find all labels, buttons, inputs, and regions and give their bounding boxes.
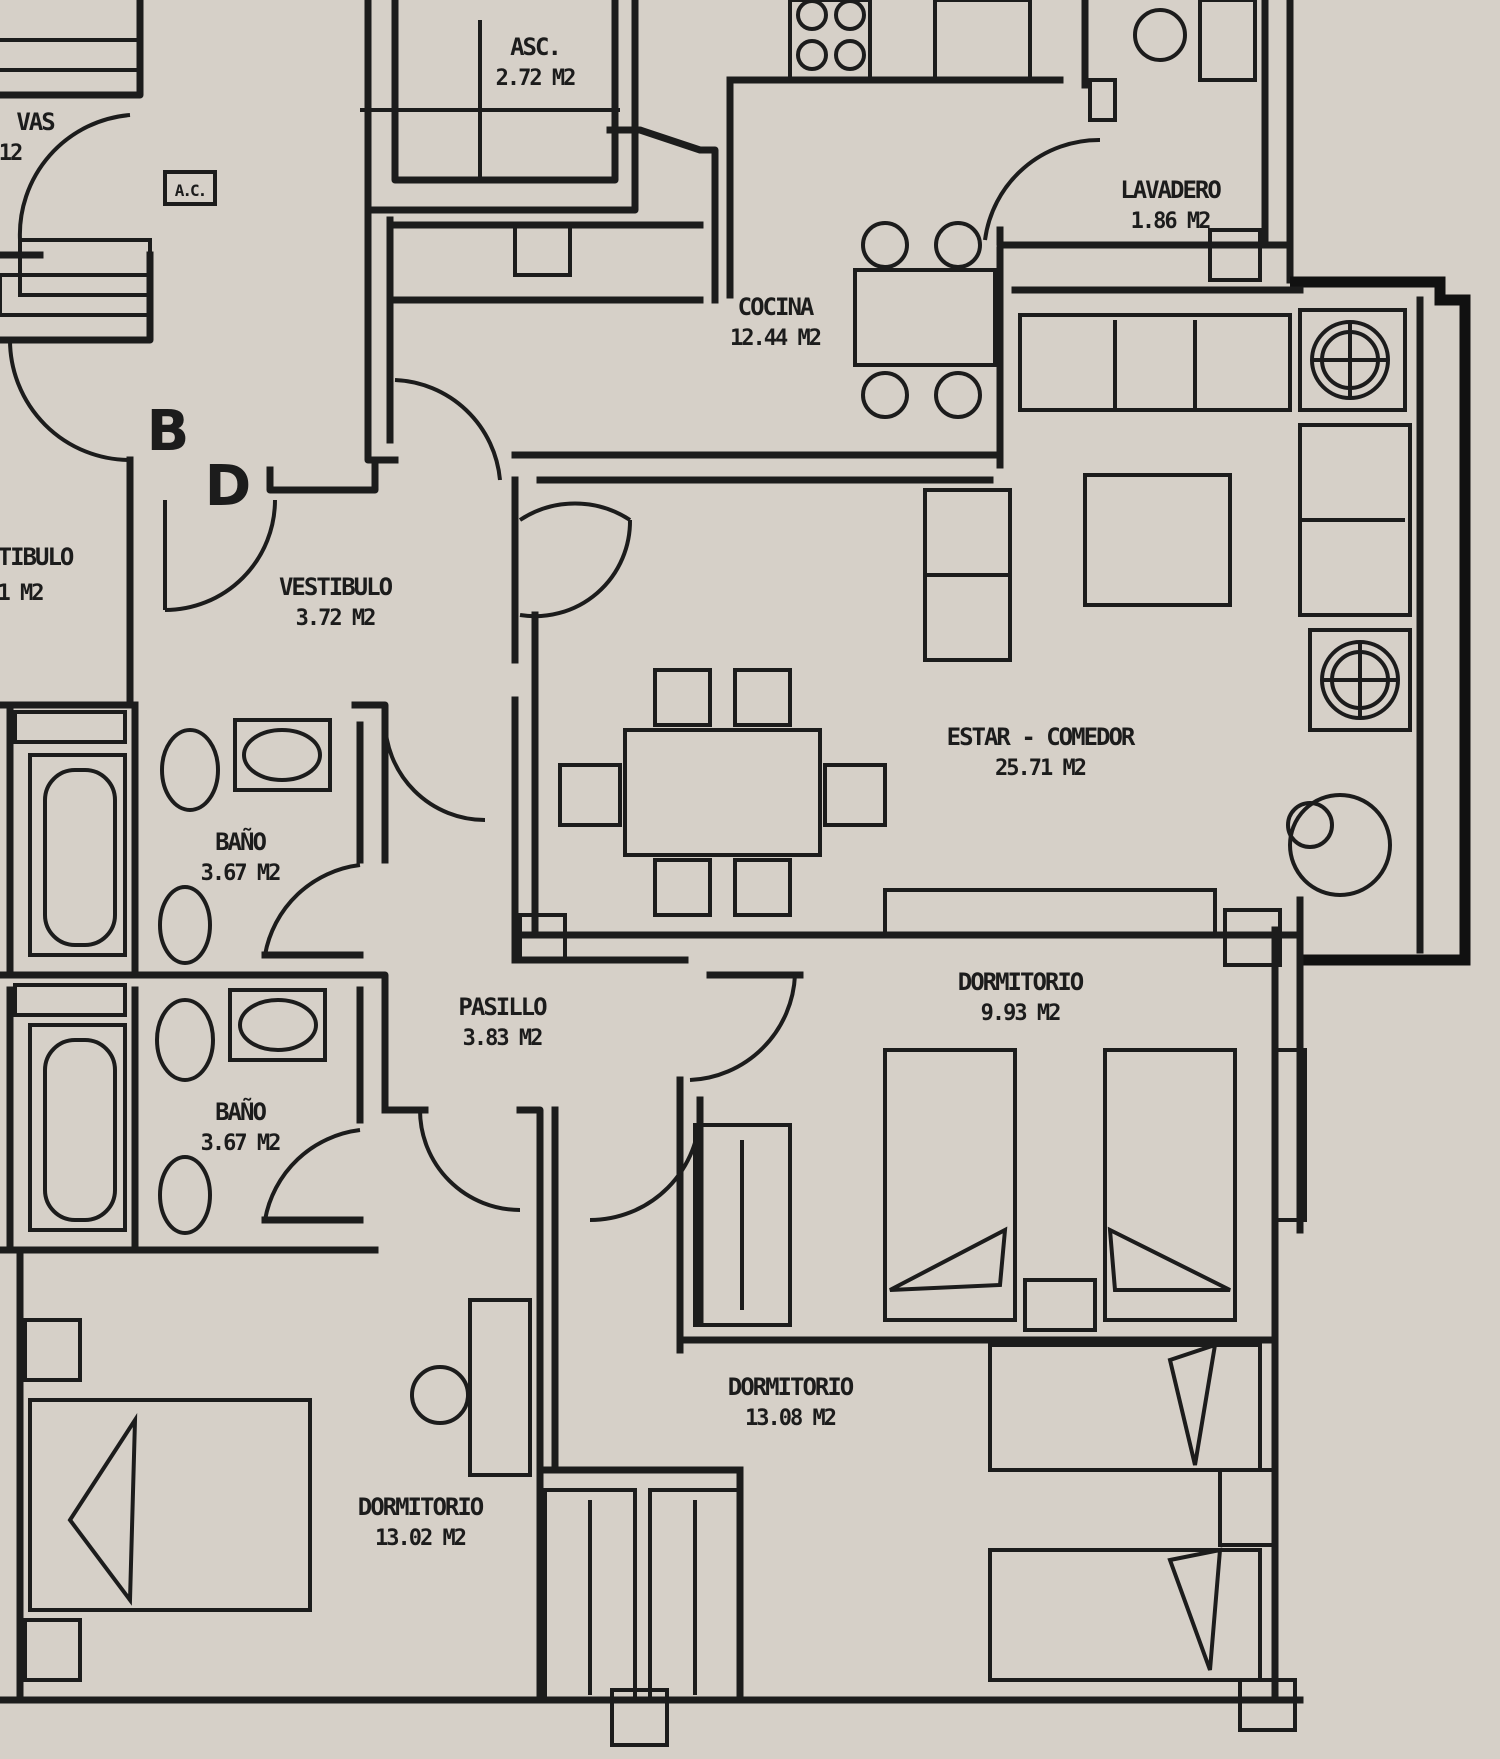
doors [8,113,1101,1222]
ac-tag: A.C. [175,181,206,200]
room-ascensor-area: 2.72 M2 [496,66,575,91]
room-bano1-name: BAÑO [215,827,266,856]
room-vestibulo-area: 3.72 M2 [296,606,375,631]
room-cocina-name: COCINA [738,293,815,321]
room-estar-name: ESTAR - COMEDOR [947,723,1136,751]
room-lavadero-name: LAVADERO [1120,176,1221,204]
walls [0,0,1471,1704]
room-dorm3-name: DORMITORIO [358,1493,484,1521]
room-pasillo-area: 3.83 M2 [463,1026,542,1051]
room-bano2-area: 3.67 M2 [201,1131,280,1156]
room-dorm1-area: 9.93 M2 [981,1001,1060,1026]
neighbor-stairs-name: VAS [16,108,55,136]
room-pasillo-name: PASILLO [458,993,547,1021]
door-letter: D [205,454,251,519]
block-letter: B [147,399,190,464]
room-bano1-area: 3.67 M2 [201,861,280,886]
room-labels: ASC. 2.72 M2 COCINA 12.44 M2 LAVADERO 1.… [201,33,1224,1551]
room-dorm3-area: 13.02 M2 [375,1526,466,1551]
furniture [13,0,1412,1747]
room-lavadero-area: 1.86 M2 [1131,209,1210,234]
room-estar-area: 25.71 M2 [995,756,1086,781]
room-cocina-area: 12.44 M2 [730,326,821,351]
room-ascensor-name: ASC. [510,33,560,61]
room-dorm1-name: DORMITORIO [958,968,1084,996]
room-dorm2-name: DORMITORIO [728,1373,854,1401]
neighbor-vestibulo-name: TIBULO [0,543,74,571]
neighbor-stairs-area: 12 [0,141,22,166]
neighbor-vestibulo-area: 1 M2 [0,581,43,606]
room-dorm2-area: 13.08 M2 [745,1406,836,1431]
room-vestibulo-name: VESTIBULO [279,573,393,601]
room-bano2-name: BAÑO [215,1097,266,1126]
neighbor-labels: VAS 12 A.C. TIBULO 1 M2 B D [0,108,251,606]
